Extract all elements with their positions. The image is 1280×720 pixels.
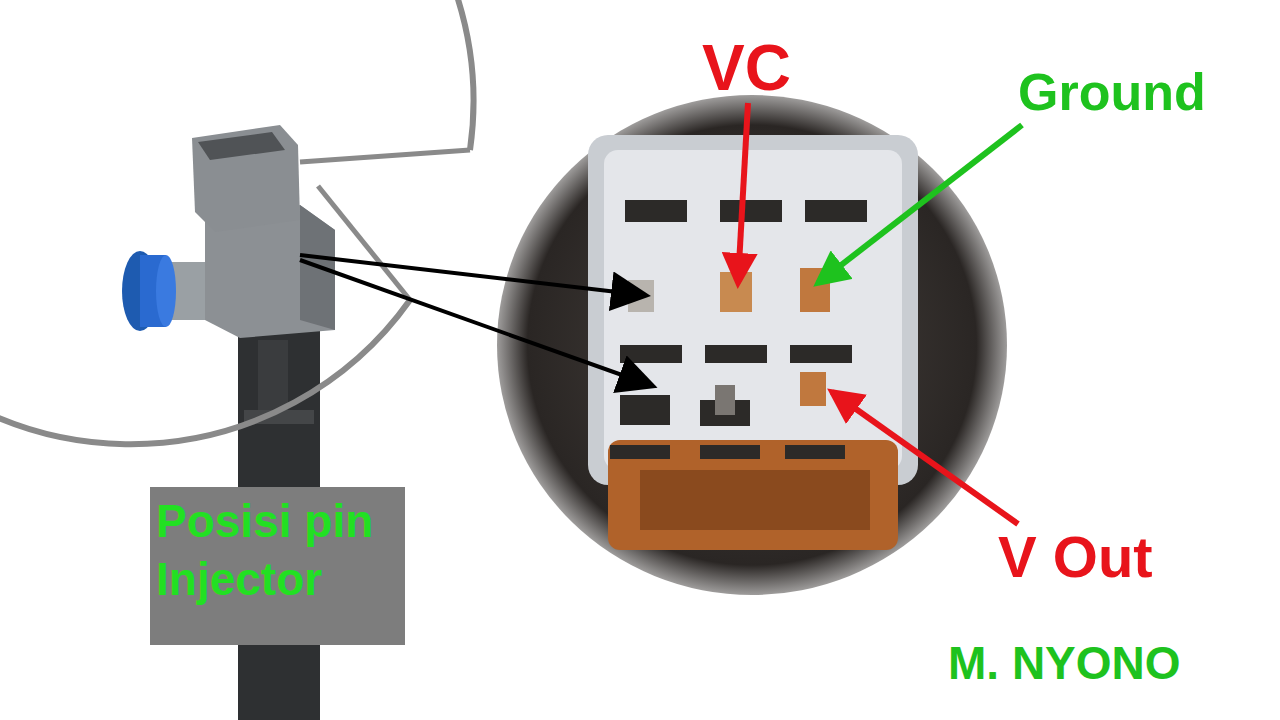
author-watermark: M. NYONO [948,640,1181,686]
signal-label: VC [702,36,791,100]
signal-label: Ground [1018,66,1206,118]
signal-label: V Out [998,528,1153,586]
caption-text: Posisi pin Injector [156,493,399,608]
caption-box: Posisi pin Injector [150,487,405,645]
